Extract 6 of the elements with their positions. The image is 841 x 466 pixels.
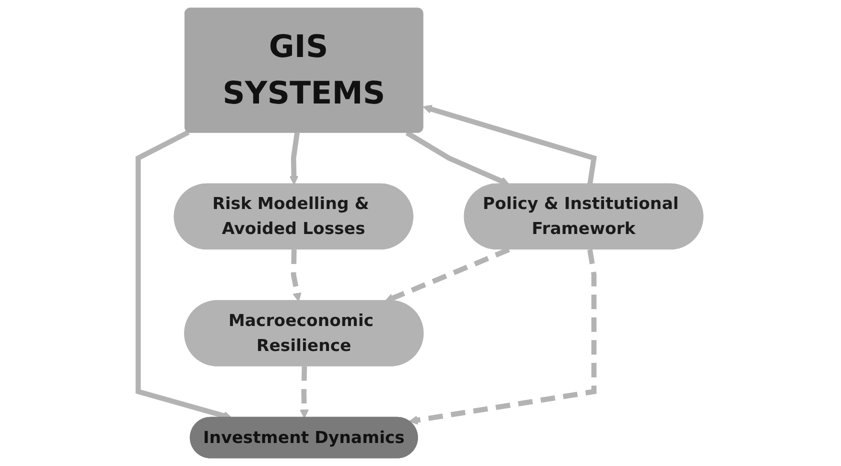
arrow (422, 104, 597, 185)
arrow (290, 249, 302, 302)
arrow (405, 130, 510, 186)
arrow (289, 132, 300, 185)
arrow (408, 249, 597, 425)
arrow (300, 366, 309, 418)
